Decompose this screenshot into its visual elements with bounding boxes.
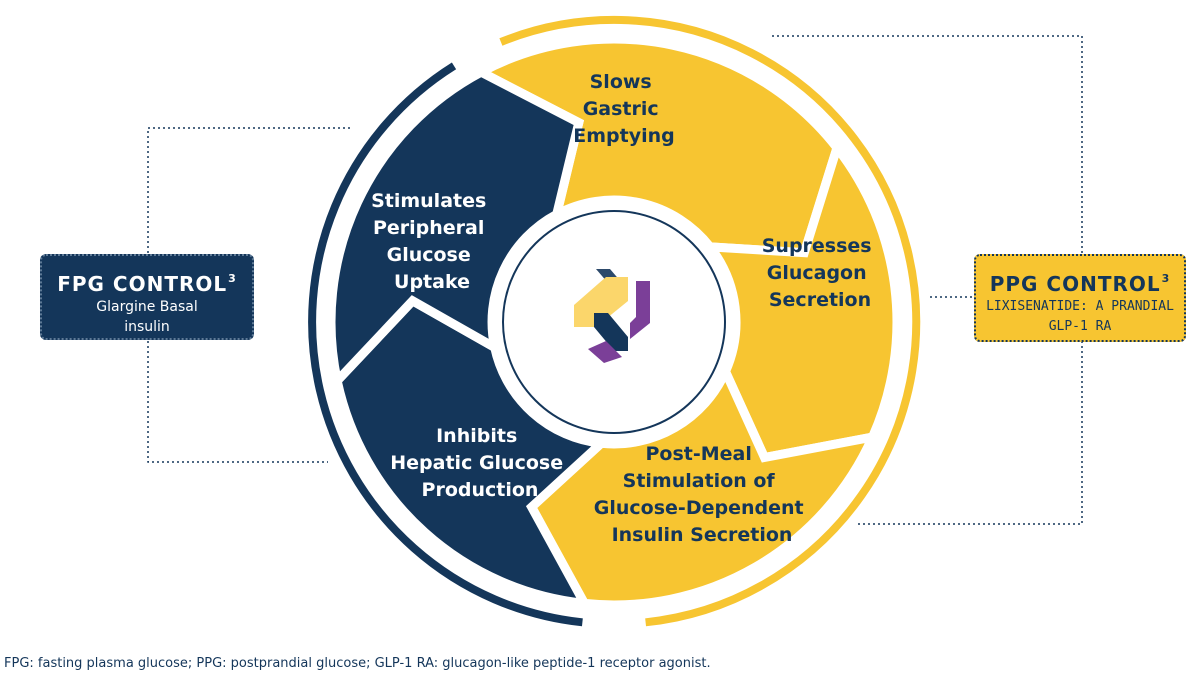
outer-ring <box>308 15 921 627</box>
fpg-control-title: FPG CONTROL3 <box>57 272 237 296</box>
segment-suppresses-glucagon <box>700 138 902 463</box>
logo-shape-navy-bottom <box>594 313 628 351</box>
outer-ring-yellow <box>499 15 921 627</box>
outer-ring-navy <box>308 62 583 627</box>
fpg-subtitle-line2: insulin <box>124 319 170 335</box>
label-stimulates-peripheral: Stimulates Peripheral Glucose Uptake <box>371 190 493 293</box>
logo-icon <box>574 269 650 363</box>
fpg-connector <box>147 127 350 463</box>
label-post-meal: Post-Meal Stimulation of Glucose-Depende… <box>594 443 810 546</box>
segment-stimulates-peripheral-uptake <box>326 67 585 391</box>
fpg-superscript: 3 <box>228 272 237 285</box>
fpg-control-box: FPG CONTROL3 Glargine Basal insulin <box>40 254 254 340</box>
fpg-subtitle-line1: Glargine Basal <box>96 299 198 315</box>
segment-slows-gastric-emptying <box>471 34 842 258</box>
segment-inhibits-hepatic-glucose <box>332 295 612 609</box>
ppg-subtitle-line1: LIXISENATIDE: A PRANDIAL <box>986 299 1174 314</box>
ppg-control-title: PPG CONTROL3 <box>989 272 1171 296</box>
label-inhibits-hepatic: Inhibits Hepatic Glucose Production <box>390 425 569 501</box>
ppg-connector-right <box>772 35 1083 525</box>
logo-shape-purple-bottom <box>588 341 622 363</box>
label-slows-gastric: Slows Gastric Emptying <box>573 71 675 147</box>
logo-shape-purple-right <box>630 281 650 339</box>
footnote: FPG: fasting plasma glucose; PPG: postpr… <box>4 656 711 671</box>
segment-post-meal-stimulation <box>525 360 881 610</box>
ppg-control-box: PPG CONTROL3 LIXISENATIDE: A PRANDIAL GL… <box>974 254 1186 342</box>
ppg-superscript: 3 <box>1161 272 1171 285</box>
logo-shape-yellow <box>574 277 628 327</box>
ppg-subtitle-line2: GLP-1 RA <box>1048 319 1112 334</box>
label-suppresses-glucagon: Supresses Glucagon Secretion <box>762 235 879 311</box>
cycle-segments <box>326 34 902 610</box>
connector-lines <box>147 35 1083 525</box>
